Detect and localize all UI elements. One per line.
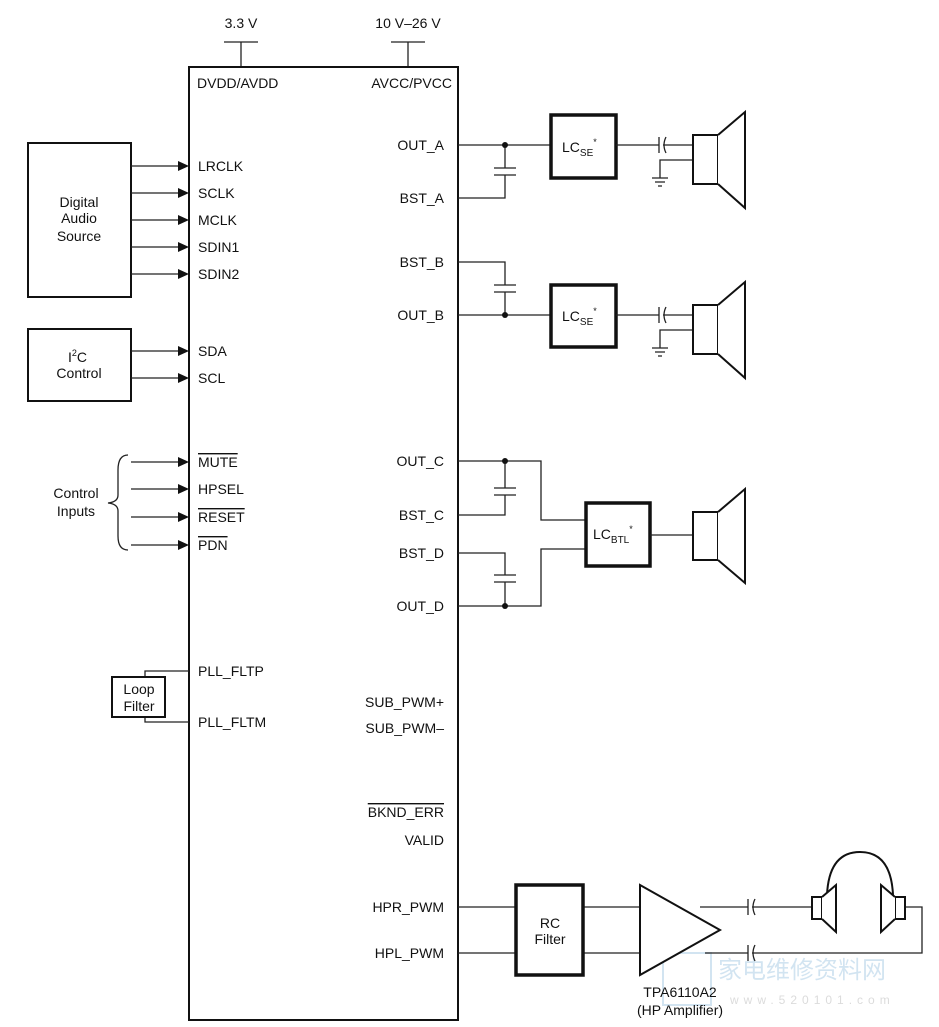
hp-amp-label-2: (HP Amplifier)	[637, 1002, 723, 1018]
lc-se-a-label: LCSE*	[562, 137, 597, 159]
loop-filter-block	[111, 676, 166, 718]
arrow-icon	[178, 346, 189, 356]
pin-mute: MUTE	[198, 454, 238, 470]
speaker-b-icon	[692, 279, 746, 381]
arrow-icon	[178, 373, 189, 383]
arrow-icon	[178, 161, 189, 171]
input-arrows	[131, 161, 189, 550]
speaker-a-icon	[692, 109, 746, 211]
pin-valid: VALID	[405, 832, 444, 848]
pin-hpsel: HPSEL	[198, 481, 244, 497]
supply-3v3-label: 3.3 V	[225, 15, 258, 31]
arrow-icon	[178, 242, 189, 252]
speaker-btl-icon	[692, 486, 746, 586]
i2c-label: I2C	[68, 348, 87, 365]
pin-sub-pwm-m: SUB_PWM–	[365, 720, 444, 736]
arrow-icon	[178, 457, 189, 467]
arrow-icon	[178, 540, 189, 550]
arrow-icon	[178, 512, 189, 522]
pin-bst-b: BST_B	[400, 254, 444, 270]
channel-b: LCSE*	[458, 261, 746, 381]
loop-filter-label-1: Loop	[123, 681, 154, 697]
das-label-3: Source	[57, 228, 102, 244]
headphones-icon	[811, 850, 906, 935]
pin-out-a: OUT_A	[397, 137, 444, 153]
rc-filter-block	[514, 883, 585, 977]
pin-lrclk: LRCLK	[198, 158, 244, 174]
pin-bst-c: BST_C	[399, 507, 444, 523]
supply-high: 10 V–26 V	[375, 15, 441, 67]
pin-bst-a: BST_A	[400, 190, 445, 206]
arrow-icon	[178, 484, 189, 494]
pin-out-d: OUT_D	[397, 598, 444, 614]
lc-se-a-block	[549, 113, 618, 180]
arrow-icon	[178, 269, 189, 279]
watermark-url: www.520101.com	[729, 993, 895, 1007]
pin-pll-fltp: PLL_FLTP	[198, 663, 264, 679]
pin-scl: SCL	[198, 370, 225, 386]
hp-amp-label-1: TPA6110A2	[643, 984, 717, 1000]
i2c-control-block	[27, 328, 132, 402]
i2c-label-2: Control	[56, 365, 101, 381]
pin-bknd-err: BKND_ERR	[368, 804, 444, 820]
pin-dvdd: DVDD/AVDD	[197, 75, 278, 91]
lc-se-b-label: LCSE*	[562, 306, 597, 328]
channel-cd-btl: LCBTL*	[458, 458, 746, 609]
pin-hpr-pwm: HPR_PWM	[372, 899, 444, 915]
das-label-1: Digital	[60, 194, 99, 210]
headphone-path: RC Filter TPA6110A2 (HP Amplifier)	[458, 850, 923, 1018]
pin-hpl-pwm: HPL_PWM	[375, 945, 444, 961]
watermark: 家电维修资料网 www.520101.com	[662, 952, 895, 1007]
hp-amplifier-icon	[639, 883, 723, 977]
rc-filter-label-2: Filter	[534, 931, 565, 947]
watermark-cn: 家电维修资料网	[718, 957, 886, 984]
pin-sub-pwm-p: SUB_PWM+	[365, 694, 444, 710]
supply-3v3: 3.3 V	[224, 15, 258, 67]
brace	[107, 454, 129, 551]
arrow-icon	[178, 215, 189, 225]
channel-a: LCSE*	[458, 109, 746, 211]
pin-avcc: AVCC/PVCC	[371, 75, 452, 91]
das-label-2: Audio	[61, 210, 97, 226]
arrow-icon	[178, 188, 189, 198]
main-chip	[188, 66, 459, 1021]
lc-se-b-block	[549, 283, 618, 349]
control-inputs-label-1: Control	[53, 485, 98, 501]
pin-mclk: MCLK	[198, 212, 238, 228]
pin-sda: SDA	[198, 343, 227, 359]
pin-sclk: SCLK	[198, 185, 235, 201]
pin-reset: RESET	[198, 509, 245, 525]
pin-pdn: PDN	[198, 537, 228, 553]
control-inputs-label-2: Inputs	[57, 503, 95, 519]
lc-btl-label: LCBTL*	[593, 524, 633, 546]
pin-out-b: OUT_B	[397, 307, 444, 323]
pin-pll-fltm: PLL_FLTM	[198, 714, 266, 730]
pin-sdin2: SDIN2	[198, 266, 239, 282]
pin-bst-d: BST_D	[399, 545, 444, 561]
pin-sdin1: SDIN1	[198, 239, 239, 255]
supply-high-label: 10 V–26 V	[375, 15, 441, 31]
loop-filter-label-2: Filter	[123, 698, 154, 714]
rc-filter-label-1: RC	[540, 915, 560, 931]
pin-out-c: OUT_C	[397, 453, 444, 469]
